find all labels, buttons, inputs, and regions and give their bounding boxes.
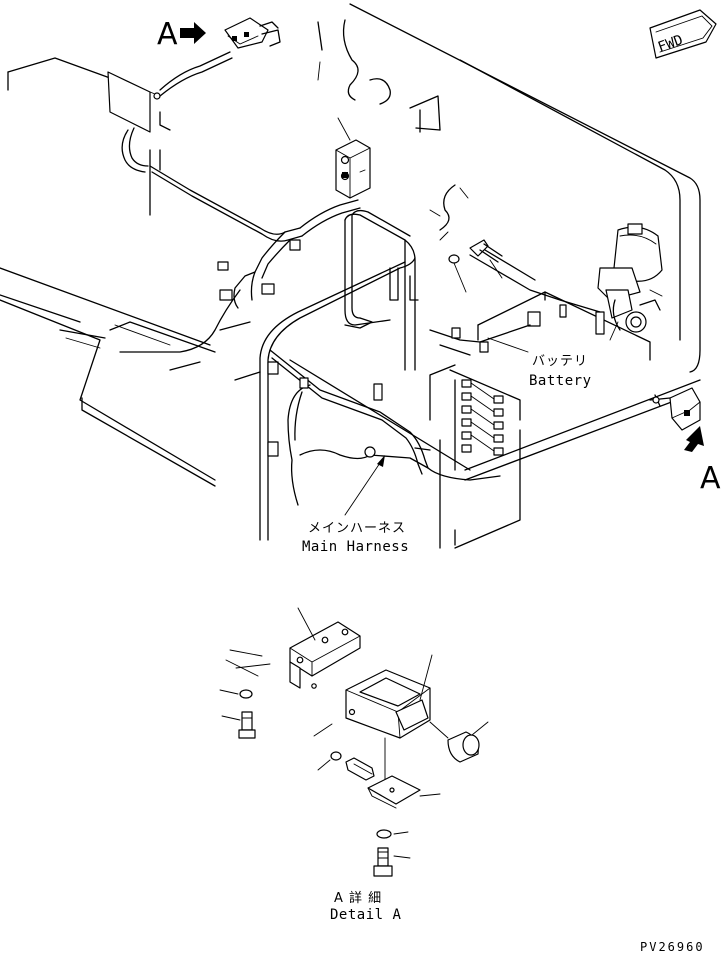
machine-body-outline	[0, 3, 701, 549]
detail-a-clip-plate	[367, 775, 441, 809]
connector-view-a-right	[649, 387, 701, 431]
fwd-direction-tag	[649, 9, 717, 59]
main-harness-label-jp: メインハーネス	[308, 521, 406, 536]
leader-lines	[149, 181, 529, 353]
battery-area	[429, 249, 651, 361]
view-arrow-right	[684, 426, 704, 452]
connector-view-a-top	[224, 17, 281, 49]
engine-accessory-assembly	[597, 223, 663, 341]
detail-a-washer-bottom	[376, 829, 409, 839]
detail-a-bracket	[289, 607, 361, 689]
guard-rail-frame	[259, 209, 419, 541]
fuse-relay-block	[449, 369, 521, 471]
detail-a-cap	[447, 721, 489, 763]
detail-a-connector-housing	[345, 654, 433, 739]
detail-a-label-en: Detail A	[330, 907, 402, 923]
detail-a-dashed-axes	[313, 721, 449, 781]
mounting-plate-upper-left	[107, 71, 161, 216]
bolt-and-washer-callout	[448, 239, 503, 293]
view-marker-top: A	[157, 17, 178, 52]
battery-label-jp: バッテリ	[532, 354, 588, 369]
main-harness-lower	[269, 349, 501, 506]
detail-a-label-jp: A 詳 細	[334, 890, 382, 906]
wire-harness-upper	[114, 51, 361, 353]
detail-a-bolt-middle	[330, 751, 375, 781]
detail-a-left-fasteners	[219, 649, 331, 771]
switch-box	[335, 117, 371, 199]
main-harness-label-en: Main Harness	[302, 539, 409, 555]
battery-label-en: Battery	[529, 373, 592, 389]
drawing-code: PV26960	[640, 940, 705, 954]
view-marker-right: A	[700, 461, 721, 496]
detail-a-bolt-bottom	[373, 847, 411, 877]
main-harness-pointer	[344, 455, 385, 516]
view-arrow-top	[180, 22, 206, 44]
